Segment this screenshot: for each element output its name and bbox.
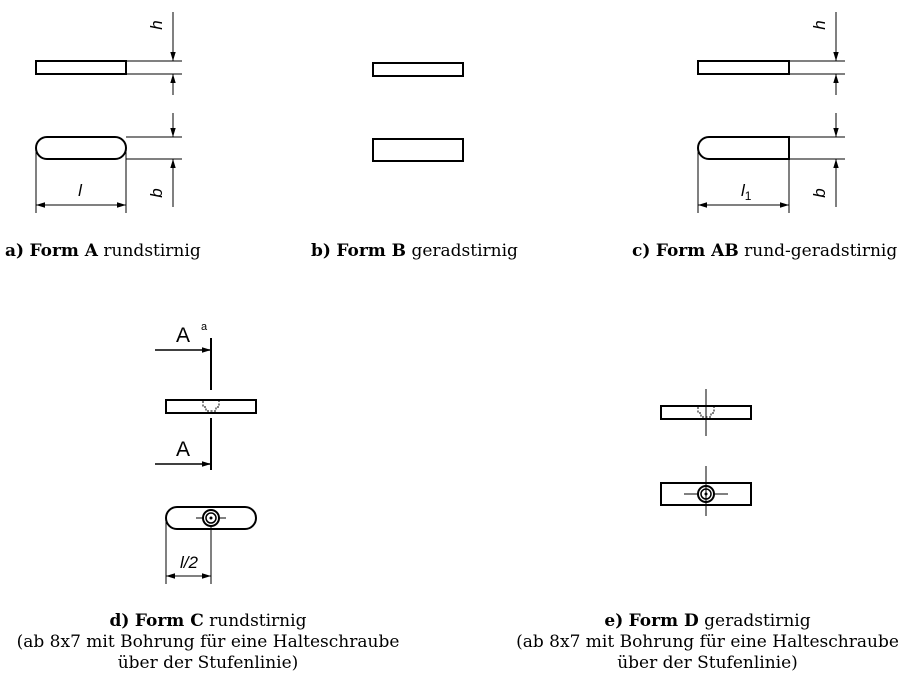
caption-form-d-line1: e) Form D geradstirnig [505,611,910,632]
form-ab-h-label: h [810,20,829,29]
form-a-length-label: l [78,181,83,200]
form-b-drawing [372,62,464,162]
caption-form-c-prefix: d) [109,611,130,631]
form-d-drawing [660,389,752,516]
form-c-drawing [155,338,257,584]
form-c-top-view [165,506,257,530]
form-a-length-dimension [35,148,127,213]
caption-form-c-line2: (ab 8x7 mit Bohrung für eine Halteschrau… [16,632,400,652]
caption-form-c: d) Form C rundstirnig (ab 8x7 mit Bohrun… [8,611,408,674]
caption-form-a-title: Form A [29,241,98,261]
caption-form-b-prefix: b) [311,241,331,261]
caption-form-c-line3: über der Stufenlinie) [117,653,299,673]
form-c-section-label-top: A [176,324,190,347]
caption-form-d-line2: (ab 8x7 mit Bohrung für eine Halteschrau… [516,632,899,652]
form-c-section-footnote: a [201,321,208,333]
caption-form-a-desc: rundstirnig [103,241,201,261]
form-c-half-length-dimension [165,518,212,584]
form-c-side-view [165,399,257,414]
form-a-h-dimension [126,12,182,95]
form-a-b-dimension [126,113,182,207]
form-a-side-view [35,60,127,75]
caption-form-ab-prefix: c) [632,241,651,261]
form-ab-drawing [697,12,845,213]
form-a-b-label: b [147,188,166,197]
caption-form-a: a) Form A rundstirnig [5,241,201,262]
form-b-side-view [372,62,464,77]
caption-form-b-title: Form B [336,241,407,261]
caption-form-d-desc: geradstirnig [704,611,811,631]
caption-form-c-title: Form C [134,611,204,631]
caption-form-ab-desc: rund-geradstirnig [744,241,898,261]
form-ab-b-label: b [810,188,829,197]
caption-form-d-line3: über der Stufenlinie) [617,653,798,673]
caption-form-a-prefix: a) [5,241,25,261]
caption-form-ab: c) Form AB rund-geradstirnig [632,241,897,262]
form-ab-side-view [697,60,790,75]
caption-form-d-prefix: e) [604,611,624,631]
form-a-drawing [35,12,182,213]
form-ab-h-dimension [789,12,845,95]
form-a-h-label: h [147,20,166,29]
form-ab-length-dimension [697,148,790,213]
form-b-top-view [372,138,464,162]
caption-form-d: e) Form D geradstirnig (ab 8x7 mit Bohru… [505,611,910,674]
caption-form-c-line1: d) Form C rundstirnig [8,611,408,632]
form-ab-length-label: l1 [741,181,752,203]
caption-form-d-title: Form D [628,611,699,631]
form-ab-b-dimension [789,113,845,207]
form-c-half-length-label: l/2 [180,553,199,572]
form-ab-top-view [697,136,790,160]
caption-form-b: b) Form B geradstirnig [311,241,518,262]
caption-form-ab-title: Form AB [655,241,739,261]
form-c-section-label-bottom: A [176,438,190,461]
form-a-top-view [35,136,127,160]
caption-form-c-desc: rundstirnig [209,611,307,631]
caption-form-b-desc: geradstirnig [411,241,518,261]
